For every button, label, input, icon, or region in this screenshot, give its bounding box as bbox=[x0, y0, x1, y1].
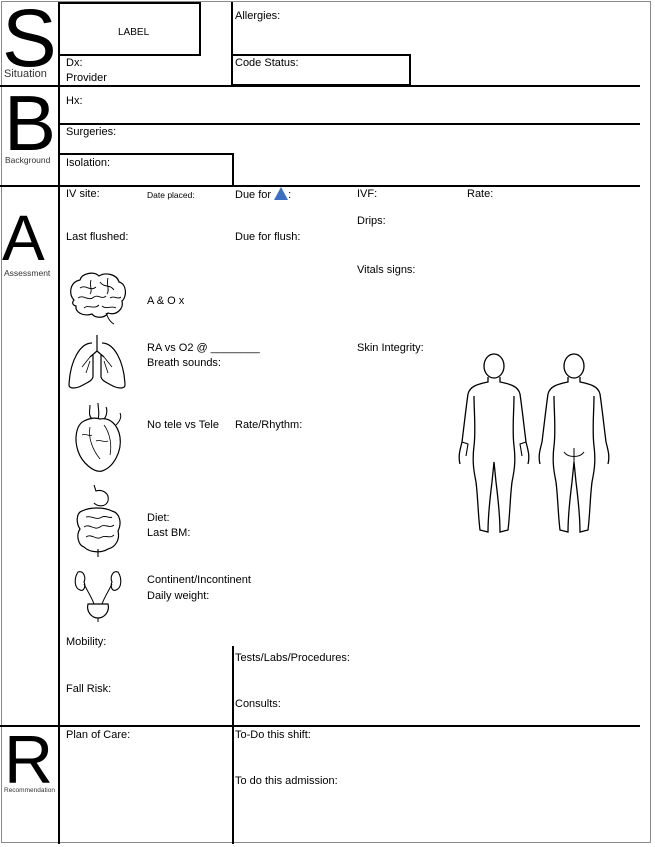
date-placed-field[interactable]: Date placed: bbox=[147, 190, 195, 200]
todo-admission-field[interactable]: To do this admission: bbox=[235, 775, 338, 787]
surgeries-field[interactable]: Surgeries: bbox=[66, 126, 117, 138]
background-bottom-rule bbox=[0, 185, 640, 187]
hx-field[interactable]: Hx: bbox=[66, 95, 83, 107]
breath-sounds-field[interactable]: Breath sounds: bbox=[147, 357, 221, 369]
due-for-field[interactable]: Due for : bbox=[235, 187, 291, 202]
dx-field[interactable]: Dx: bbox=[66, 57, 83, 69]
fall-risk-field[interactable]: Fall Risk: bbox=[66, 683, 112, 695]
daily-weight-field[interactable]: Daily weight: bbox=[147, 590, 210, 602]
body-front-icon bbox=[458, 353, 530, 533]
a-and-o-field[interactable]: A & O x bbox=[147, 295, 185, 307]
iv-site-field[interactable]: IV site: bbox=[66, 188, 100, 200]
heart-icon bbox=[75, 402, 122, 472]
vitals-signs-field[interactable]: Vitals signs: bbox=[357, 264, 416, 276]
lungs-icon bbox=[68, 335, 126, 389]
assessment-bottom-rule bbox=[0, 725, 640, 727]
rate-rhythm-field[interactable]: Rate/Rhythm: bbox=[235, 419, 303, 431]
drips-field[interactable]: Drips: bbox=[357, 215, 386, 227]
skin-integrity-field[interactable]: Skin Integrity: bbox=[357, 342, 424, 354]
code-status-field[interactable]: Code Status: bbox=[235, 57, 299, 69]
rate-field[interactable]: Rate: bbox=[467, 188, 494, 200]
letter-a: A bbox=[2, 202, 45, 274]
continent-field[interactable]: Continent/Incontinent bbox=[147, 574, 251, 586]
ivf-field[interactable]: IVF: bbox=[357, 188, 378, 200]
due-for-colon: : bbox=[288, 189, 292, 201]
last-flushed-field[interactable]: Last flushed: bbox=[66, 231, 129, 243]
letter-column-divider bbox=[58, 2, 60, 844]
due-for-flush-field[interactable]: Due for flush: bbox=[235, 231, 301, 243]
hx-bottom-rule bbox=[58, 123, 640, 125]
delta-triangle-icon bbox=[274, 187, 289, 200]
assessment-label: Assessment bbox=[4, 268, 51, 278]
label-box-text: LABEL bbox=[118, 27, 150, 38]
last-bm-field[interactable]: Last BM: bbox=[147, 527, 191, 539]
provider-field[interactable]: Provider bbox=[66, 72, 107, 84]
tele-field[interactable]: No tele vs Tele bbox=[147, 419, 219, 431]
situation-divider bbox=[231, 2, 233, 86]
letter-b: B bbox=[4, 79, 57, 167]
due-for-text: Due for bbox=[235, 189, 272, 201]
plan-of-care-field[interactable]: Plan of Care: bbox=[66, 729, 131, 741]
consults-field[interactable]: Consults: bbox=[235, 698, 281, 710]
background-label: Background bbox=[5, 155, 51, 165]
ra-vs-o2-field[interactable]: RA vs O2 @ ________ bbox=[147, 342, 260, 354]
situation-bottom-rule bbox=[0, 85, 640, 87]
letter-s: S bbox=[2, 0, 57, 84]
tests-column-divider bbox=[232, 646, 234, 844]
isolation-field[interactable]: Isolation: bbox=[66, 157, 111, 169]
mobility-field[interactable]: Mobility: bbox=[66, 636, 107, 648]
tests-field[interactable]: Tests/Labs/Procedures: bbox=[235, 652, 350, 664]
situation-label: Situation bbox=[4, 68, 47, 80]
kidneys-icon bbox=[74, 571, 122, 622]
diet-field[interactable]: Diet: bbox=[147, 512, 170, 524]
label-box bbox=[58, 2, 201, 56]
letter-r: R bbox=[4, 722, 54, 798]
recommendation-label: Recommendation bbox=[4, 787, 55, 794]
brain-icon bbox=[70, 272, 126, 325]
allergies-field[interactable]: Allergies: bbox=[235, 10, 281, 22]
todo-shift-field[interactable]: To-Do this shift: bbox=[235, 729, 311, 741]
body-back-icon bbox=[538, 353, 610, 533]
intestines-icon bbox=[76, 484, 121, 557]
